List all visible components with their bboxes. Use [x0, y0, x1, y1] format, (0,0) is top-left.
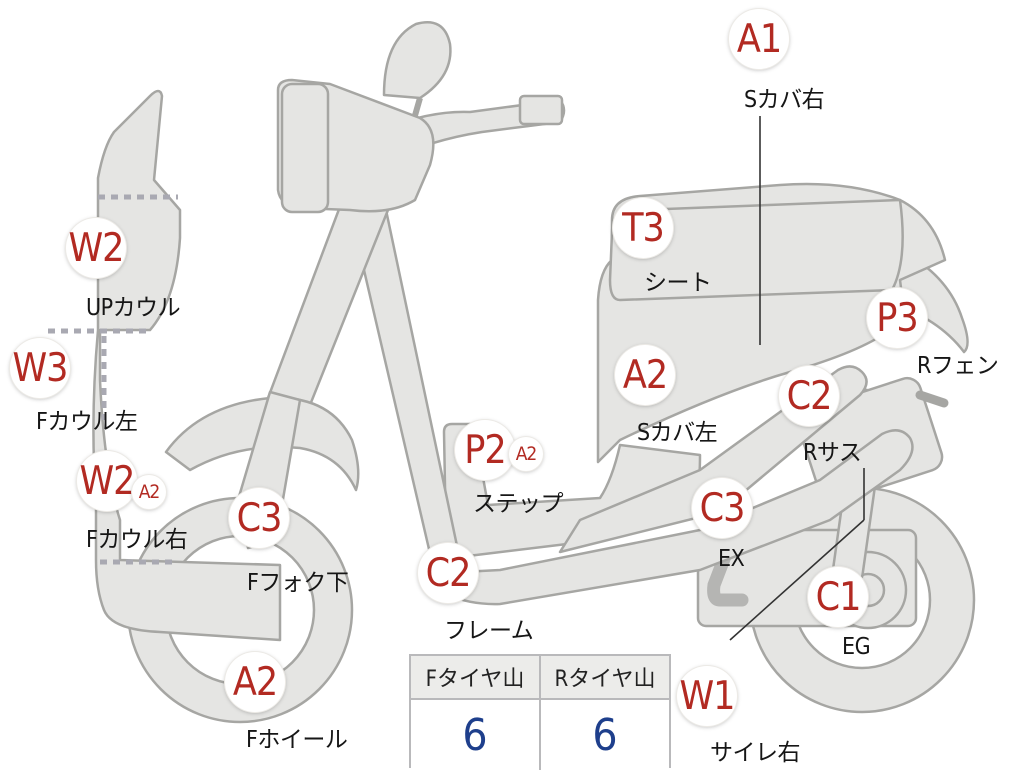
label-side-rail-right: サイレ右: [710, 733, 800, 767]
rear-tire-value: 6: [539, 700, 669, 770]
handlebar-grip: [520, 96, 562, 124]
part-code-badge-w3: W3: [10, 338, 70, 398]
label-ex: EX: [718, 546, 744, 572]
part-code-badge-c2-frame: C2: [418, 543, 478, 603]
part-code-badge-a2-step: A2: [509, 437, 543, 471]
part-code-badge-w2-right: W2: [77, 451, 137, 511]
front-tire-header: Fタイヤ山: [411, 656, 539, 698]
label-f-cowl-left: Fカウル左: [36, 402, 137, 436]
label-seat: シート: [644, 263, 712, 297]
front-tire-value: 6: [411, 700, 539, 770]
label-step: ステップ: [473, 484, 563, 518]
part-code-badge-c3-fork: C3: [229, 488, 289, 548]
part-code-badge-a2-right: A2: [132, 475, 166, 509]
label-r-sus: Rサス: [803, 433, 861, 467]
headlight-lens: [282, 84, 328, 212]
label-f-cowl-right: Fカウル右: [86, 520, 187, 554]
part-code-badge-a2-wheel: A2: [225, 652, 285, 712]
part-code-badge-c1: C1: [808, 567, 868, 627]
part-code-badge-t3: T3: [613, 198, 673, 258]
label-f-fork-lower: Fフォク下: [247, 563, 348, 597]
label-eg: EG: [842, 634, 870, 660]
label-r-fender: Rフェン: [917, 346, 998, 380]
tire-table-header-row: Fタイヤ山 Rタイヤ山: [411, 656, 669, 700]
label-s-cover-left: Sカバ左: [637, 413, 717, 447]
tire-tread-table: Fタイヤ山 Rタイヤ山 6 6: [409, 654, 671, 768]
tire-table-value-row: 6 6: [411, 700, 669, 770]
rear-tire-header: Rタイヤ山: [539, 656, 669, 698]
part-code-badge-a1: A1: [729, 9, 789, 69]
label-up-cowl: UPカウル: [86, 288, 180, 322]
part-code-badge-w1: W1: [677, 666, 737, 726]
part-code-badge-c3-ex: C3: [692, 478, 752, 538]
part-code-badge-w2-up: W2: [66, 218, 126, 278]
part-code-badge-p2: P2: [455, 420, 515, 480]
label-s-cover-right: Sカバ右: [744, 80, 824, 114]
part-code-badge-p3: P3: [867, 288, 927, 348]
mirror: [384, 22, 450, 98]
label-frame: フレーム: [444, 611, 533, 645]
part-code-badge-c2-rsus: C2: [779, 366, 839, 426]
part-code-badge-a2-scover: A2: [615, 345, 675, 405]
label-f-wheel: Fホイール: [246, 720, 347, 754]
